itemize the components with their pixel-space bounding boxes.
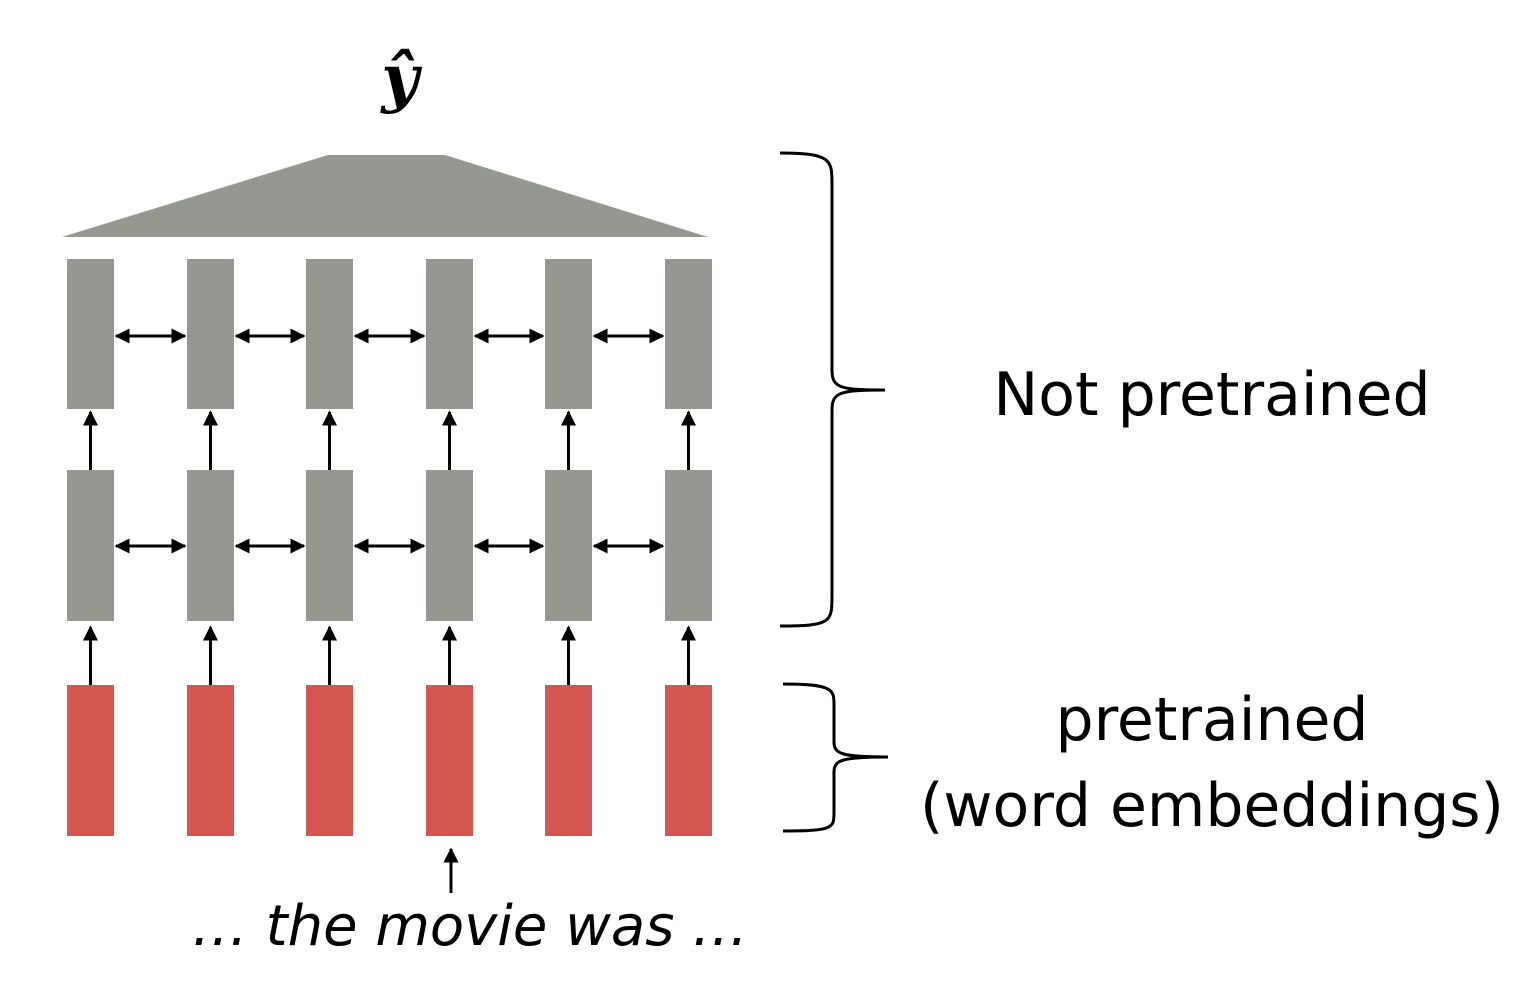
hidden-unit-bottom-4 <box>426 470 473 621</box>
word-embeddings-label: (word embeddings) <box>920 771 1504 841</box>
embedding-unit-4 <box>426 685 473 836</box>
pretrained-label: pretrained <box>1055 685 1368 755</box>
vertical-arrows <box>83 410 696 685</box>
hidden-unit-top-5 <box>545 259 592 409</box>
input-sentence: … the movie was … <box>192 894 748 959</box>
hidden-unit-bottom-3 <box>306 470 353 621</box>
hidden-layer-2 <box>67 259 712 409</box>
embedding-unit-2 <box>187 685 234 836</box>
output-label-text: ŷ <box>379 41 422 116</box>
embedding-unit-6 <box>665 685 712 836</box>
output-label: ŷ <box>379 41 422 116</box>
hidden-layer-1 <box>67 470 712 621</box>
hidden-unit-top-3 <box>306 259 353 409</box>
hidden-unit-top-2 <box>187 259 234 409</box>
pretrained-brace <box>782 682 889 833</box>
hidden-unit-bottom-2 <box>187 470 234 621</box>
embedding-unit-3 <box>306 685 353 836</box>
bidirectional-arrows <box>114 328 665 554</box>
hidden-unit-top-6 <box>665 259 712 409</box>
embedding-unit-1 <box>67 685 114 836</box>
embedding-layer <box>67 685 712 836</box>
not-pretrained-label: Not pretrained <box>993 360 1430 430</box>
pooling-layer <box>62 155 708 237</box>
not-pretrained-brace <box>779 151 886 628</box>
hidden-unit-top-1 <box>67 259 114 409</box>
hidden-unit-bottom-6 <box>665 470 712 621</box>
hidden-unit-top-4 <box>426 259 473 409</box>
embedding-unit-5 <box>545 685 592 836</box>
hidden-unit-bottom-5 <box>545 470 592 621</box>
hidden-unit-bottom-1 <box>67 470 114 621</box>
